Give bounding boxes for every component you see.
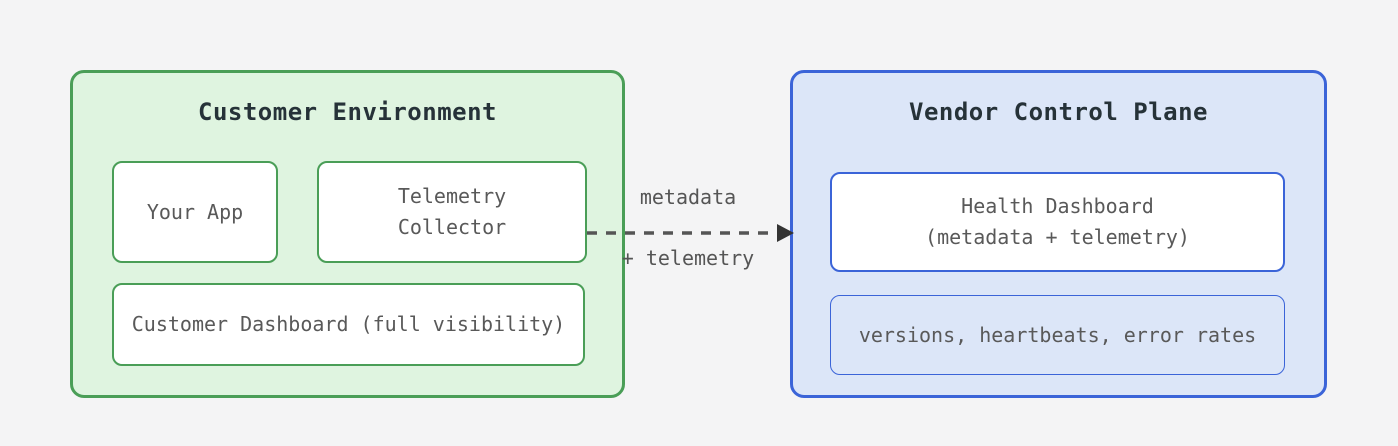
customer-dashboard-node: Customer Dashboard (full visibility) bbox=[112, 283, 585, 366]
customer-environment-group: Customer Environment Your App Telemetry … bbox=[70, 70, 625, 398]
health-dashboard-label-line1: Health Dashboard bbox=[961, 194, 1154, 218]
telemetry-collector-node: Telemetry Collector bbox=[317, 161, 587, 263]
customer-environment-title: Customer Environment bbox=[198, 98, 497, 126]
health-dashboard-label-line2: (metadata + telemetry) bbox=[925, 225, 1190, 249]
signals-node: versions, heartbeats, error rates bbox=[830, 295, 1285, 375]
your-app-label: Your App bbox=[146, 199, 244, 224]
your-app-node: Your App bbox=[112, 161, 278, 263]
vendor-control-plane-group: Vendor Control Plane Health Dashboard (m… bbox=[790, 70, 1327, 398]
customer-dashboard-label: Customer Dashboard (full visibility) bbox=[131, 312, 566, 336]
health-dashboard-node: Health Dashboard (metadata + telemetry) bbox=[830, 172, 1285, 272]
telemetry-collector-label-line1: Telemetry bbox=[397, 184, 507, 208]
vendor-control-plane-title: Vendor Control Plane bbox=[909, 98, 1208, 126]
arrow-label-metadata: metadata bbox=[639, 185, 737, 209]
signals-label: versions, heartbeats, error rates bbox=[858, 322, 1257, 347]
arrow-label-telemetry: + telemetry bbox=[621, 246, 755, 270]
telemetry-collector-label-line2: Collector bbox=[397, 215, 507, 239]
